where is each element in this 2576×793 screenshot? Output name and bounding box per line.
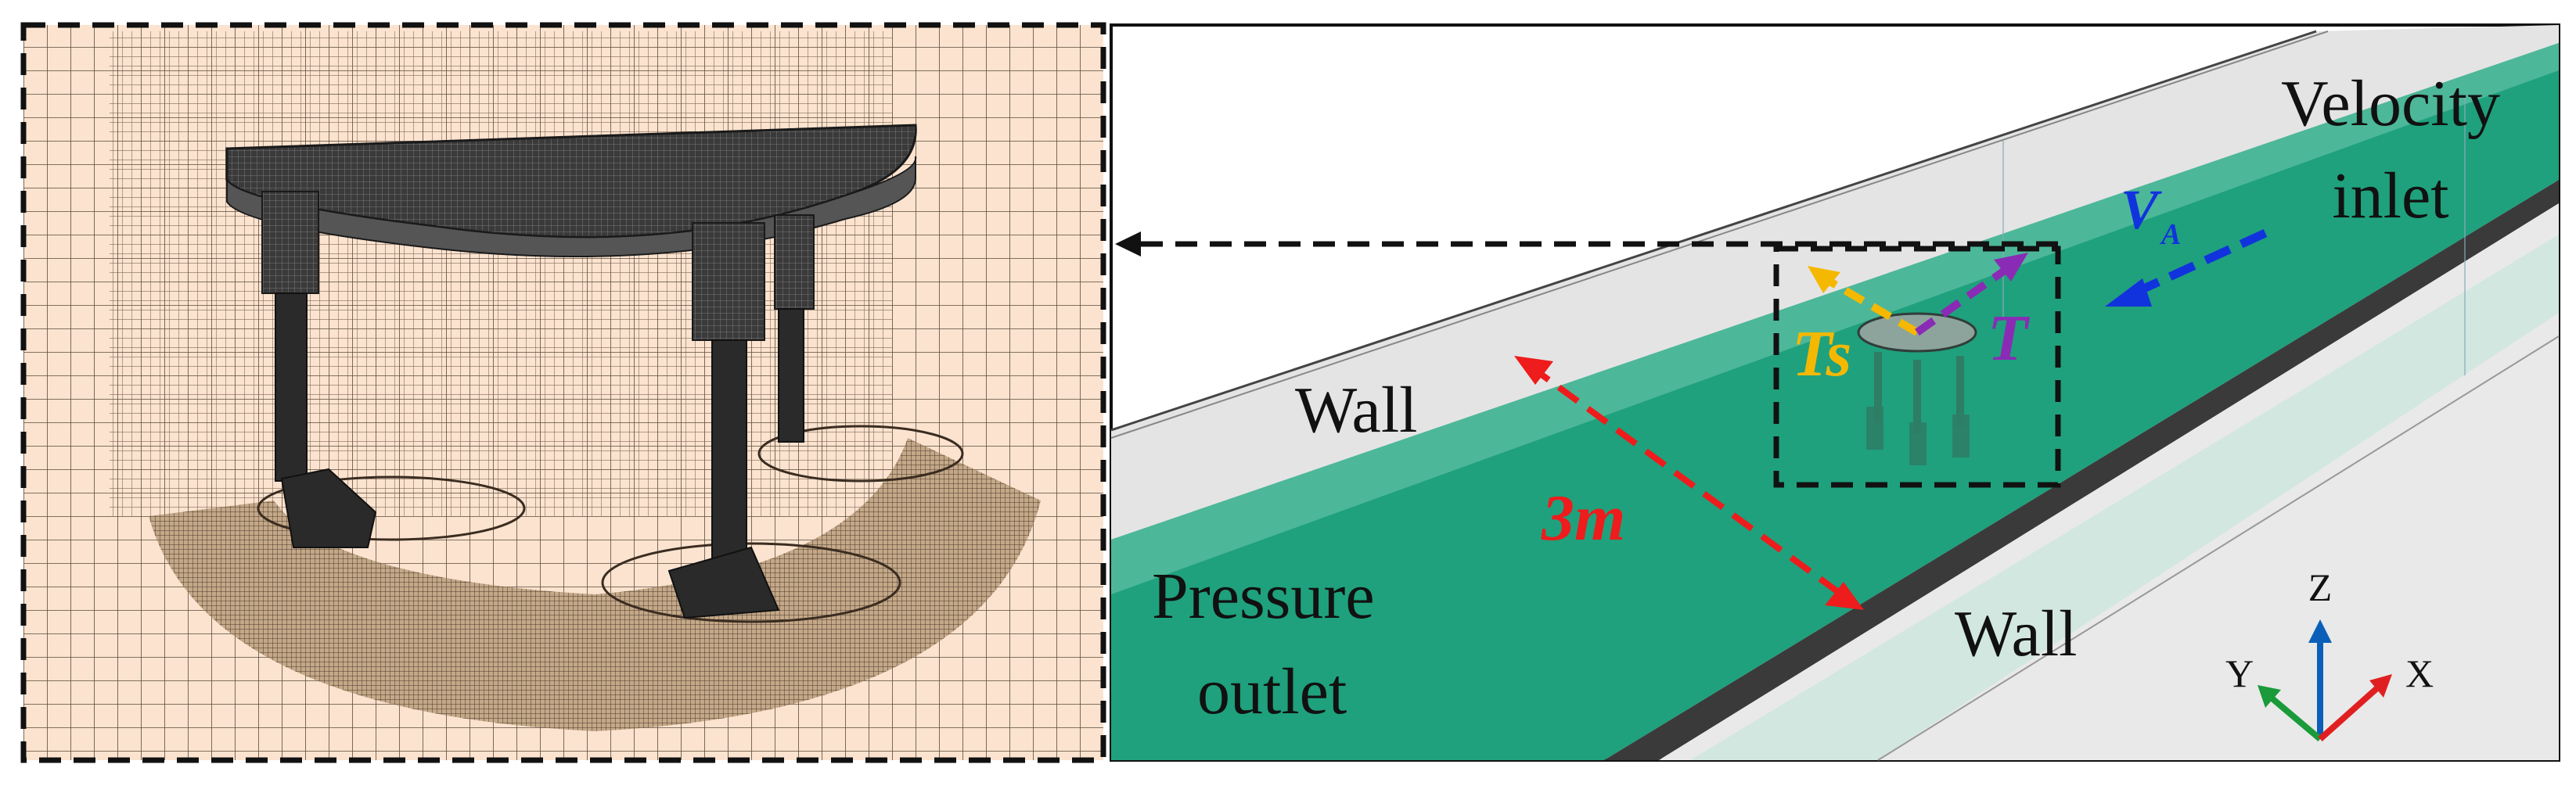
velocity-inlet-label-line2: inlet — [2332, 160, 2448, 232]
ts-arrow-line — [1821, 274, 1919, 336]
leg-upper-right — [692, 222, 765, 341]
model-leg-1 — [1874, 352, 1882, 422]
t-arrow-line — [1915, 262, 2013, 336]
velocity-inlet-label-line1: Velocity — [2281, 67, 2500, 140]
wall-bottom-line — [1877, 336, 2560, 761]
model-foil-3 — [1952, 414, 1970, 458]
x-axis-arrowhead — [2369, 674, 2392, 698]
wall-bottom-surface — [1659, 203, 2559, 760]
va-arrowhead — [2105, 278, 2152, 307]
channel-water-highlight — [1111, 43, 2559, 594]
model-foil-1 — [1866, 407, 1883, 450]
leg-lower-left — [275, 292, 308, 482]
va-arrow-line — [2126, 228, 2268, 300]
y-axis-label: Y — [2225, 651, 2254, 695]
mesh-refinement-ring-left — [257, 475, 526, 541]
z-axis-label: Z — [2308, 565, 2333, 609]
mesh-panel-dashed-border — [20, 22, 1106, 763]
ts-label: Ts — [1792, 318, 1851, 390]
y-axis-arrowhead — [2258, 685, 2281, 708]
leg-lower-right — [711, 339, 747, 576]
mesh-refinement-ring-back — [757, 425, 964, 483]
distance-arrowhead-start — [1514, 356, 1553, 385]
distance-label: 3m — [1541, 482, 1625, 554]
mesh-refinement-ring-right — [601, 542, 901, 623]
distance-arrowhead-end — [1825, 582, 1864, 610]
t-label: T — [1988, 302, 2031, 375]
ts-arrowhead — [1808, 266, 1840, 293]
model-foil-2 — [1909, 422, 1927, 465]
va-label: V — [2121, 178, 2162, 241]
wall-bottom-edge — [1604, 180, 2559, 760]
wall-bottom-label: Wall — [1955, 597, 2078, 670]
foil-left — [280, 468, 377, 548]
va-subscript: A — [2160, 218, 2181, 251]
leg-upper-left — [261, 191, 319, 294]
wall-top-edge-line — [1110, 30, 2317, 432]
distance-arrow-line — [1527, 363, 1849, 601]
x-axis-line — [2318, 684, 2381, 741]
foil-right — [667, 546, 780, 619]
y-axis-line — [2267, 693, 2322, 742]
channel-panel: Velocity inlet Wall Wall Pressure outlet… — [1110, 23, 2560, 762]
leg-lower-back — [778, 308, 804, 443]
model-leg-2 — [1913, 360, 1921, 434]
leg-upper-back — [774, 214, 815, 310]
coordinate-axes: Z Y X — [2225, 565, 2434, 742]
wall-bottom-tint — [1690, 235, 2559, 760]
channel-water — [1111, 43, 2559, 760]
zoom-region-box — [1773, 246, 2061, 488]
mesh-panel — [20, 22, 1106, 763]
mesh-floor-refinement — [149, 438, 1041, 731]
pressure-outlet-label-line1: Pressure — [1152, 560, 1375, 633]
wall-top-label: Wall — [1295, 374, 1418, 447]
model-leg-3 — [1956, 356, 1964, 426]
t-arrowhead — [1994, 253, 2028, 282]
wall-top-edge-line-2 — [1110, 30, 2329, 439]
zoom-leader-arrowhead — [1115, 231, 1141, 257]
x-axis-label: X — [2405, 651, 2434, 695]
pressure-outlet-label-line2: outlet — [1197, 655, 1347, 728]
z-axis-arrowhead — [2308, 619, 2332, 643]
